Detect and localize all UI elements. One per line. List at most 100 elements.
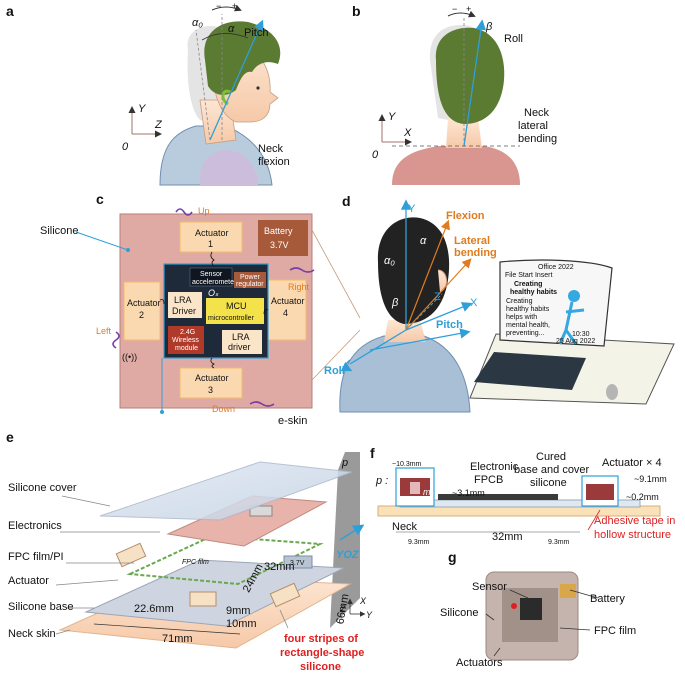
roll-axis-b [463, 19, 487, 147]
svg-text:4: 4 [283, 308, 288, 318]
adhesive-label-2: hollow structure [594, 529, 671, 541]
pitch-label-d: Pitch [436, 319, 463, 331]
silicone-label-c: Silicone [40, 225, 79, 237]
keyboard-d [474, 352, 586, 390]
z-label-a: Z [154, 119, 163, 131]
svg-text:3.7V: 3.7V [270, 240, 289, 250]
beta-label-b: β [485, 21, 493, 33]
stripes-label-2: rectangle-shape [280, 647, 364, 659]
hair-b [435, 27, 505, 125]
actuator-count-label: Actuator × 4 [602, 457, 662, 469]
eskin-label: e-skin [278, 415, 307, 427]
battery-label-g: Battery [590, 593, 625, 605]
battery-label-e: 3.7V [290, 560, 305, 567]
svg-text:healthy habits: healthy habits [510, 289, 557, 296]
vibration-icon [175, 208, 193, 216]
alpha-arc-a [201, 33, 249, 41]
roll-label-d: Roll [324, 365, 345, 377]
panel-letter-c: c [96, 191, 104, 207]
svg-text:Actuator: Actuator [195, 228, 229, 238]
battery-c [258, 220, 308, 256]
minus-a: − [216, 1, 221, 11]
fpc-label-g: FPC film [594, 625, 636, 637]
dim-32-f: 32mm [492, 531, 523, 543]
panel-a: a − + Pitch α₀ α Y Z 0 Neck flexion [6, 1, 290, 186]
plus-a: + [232, 1, 237, 11]
svg-text:25 Aug 2022: 25 Aug 2022 [556, 338, 595, 345]
svg-text:MCU: MCU [226, 301, 247, 311]
svg-text:module: module [175, 345, 198, 352]
svg-text:2: 2 [139, 310, 144, 320]
roll-axis-d [349, 329, 407, 365]
neck-label-f: Neck [392, 521, 418, 533]
left-label: Left [96, 326, 112, 336]
svg-text:Creating: Creating [506, 298, 533, 305]
mass-label-f: m [423, 487, 431, 497]
electronics-label: Electronics [8, 520, 62, 532]
y-label-d: Y [408, 203, 416, 215]
svg-text:X: X [359, 596, 367, 606]
neck-skin-label: Neck skin [8, 628, 56, 640]
svg-text:LRA: LRA [174, 295, 192, 305]
chip-e [249, 505, 273, 517]
adhesive-label-1: Adhesive tape in [594, 515, 675, 527]
pitch-axis-d [369, 328, 471, 351]
svg-text:Power: Power [240, 274, 261, 281]
silicone-cover-label: Silicone cover [8, 482, 77, 494]
x-label-d: X [470, 297, 478, 309]
svg-text:Z: Z [339, 604, 346, 614]
actuator-4 [267, 279, 307, 341]
svg-text:accelerometer: accelerometer [192, 279, 237, 286]
laptop-icon [499, 259, 613, 347]
stripes-label-3: silicone [300, 661, 341, 673]
z-label-d: Z [434, 291, 441, 303]
x-label-b: X [403, 127, 412, 139]
panel-c: c Silicone Actuator 1 Actuator 2 Actuato… [40, 191, 361, 427]
svg-text:Battery: Battery [264, 226, 293, 236]
vibration-icon [289, 267, 315, 273]
neck-label-b: Neck [524, 107, 550, 119]
fpcb-f [438, 494, 558, 500]
panel-b: b − + β Roll Y X 0 Neck lateral bending [352, 3, 557, 185]
electronic-label-f: Electronic [470, 461, 519, 473]
dim-71: 71mm [162, 633, 193, 645]
dim-32: 32mm [264, 561, 295, 573]
skeleton-head [568, 290, 580, 302]
svg-text:healthy habits: healthy habits [506, 306, 550, 313]
dim-10: 10mm [226, 618, 257, 630]
svg-text:Driver: Driver [172, 306, 196, 316]
dim-22-6: 22.6mm [134, 603, 174, 615]
origin-b: 0 [372, 149, 379, 161]
mouse-icon [606, 384, 618, 400]
panel-e: e p FPC film 3.7V Silicone cover Electro… [6, 429, 373, 673]
origin-a: 0 [122, 141, 129, 153]
screen-menu: File Start Insert [505, 272, 553, 279]
wireless-module [168, 326, 204, 354]
power-regulator [234, 272, 266, 288]
svg-text:Actuator: Actuator [127, 298, 161, 308]
svg-text:regulator: regulator [236, 281, 264, 288]
sensor-g [520, 598, 542, 620]
lateral-label-d: Lateral [454, 235, 490, 247]
fpc-film-e [126, 534, 324, 586]
bending-label-b: bending [518, 133, 557, 145]
dim-9: 9mm [226, 605, 250, 617]
panel-letter-b: b [352, 3, 361, 19]
flexion-label-a: flexion [258, 156, 290, 168]
cured-label-1: Cured [536, 451, 566, 463]
battery-e [283, 555, 313, 569]
svg-text:Creating: Creating [514, 281, 542, 288]
plus-b: + [466, 4, 471, 14]
lra-driver-1 [168, 292, 202, 318]
y-label-b: Y [388, 111, 396, 123]
svg-text:Actuator: Actuator [271, 296, 305, 306]
eye-a [256, 86, 260, 90]
stripes-label-1: four stripes of [284, 633, 358, 645]
svg-text:LRA: LRA [232, 332, 250, 342]
neck-label-a: Neck [258, 143, 284, 155]
svg-text:10:30: 10:30 [572, 331, 590, 338]
svg-text:Sensor: Sensor [200, 271, 223, 278]
panel-letter-f: f [370, 445, 375, 461]
alpha0-line-a [195, 29, 211, 141]
actuator-2 [123, 281, 161, 341]
